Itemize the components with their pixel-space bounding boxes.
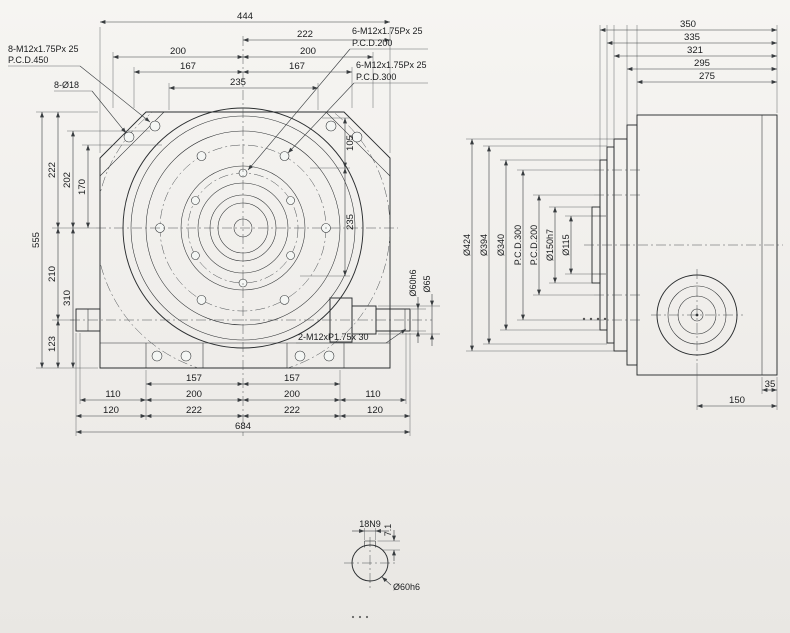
dim-d424: Ø424	[462, 234, 472, 256]
front-callouts: 8-M12x1.75Px 25 P.C.D.450 8-Ø18 6-M12x1.…	[8, 26, 428, 344]
dim-444: 444	[237, 11, 254, 22]
callout-8-d18: 8-Ø18	[54, 80, 79, 90]
dim-d115: Ø115	[561, 234, 571, 255]
side-bottom-dimensions: 35 150	[696, 363, 778, 410]
dim-pcd200-side: P.C.D.200	[529, 225, 539, 265]
dim-157-left: 157	[186, 373, 202, 384]
worm-shaft-end-view	[651, 269, 743, 361]
dim-157-right: 157	[284, 373, 300, 384]
dim-shaft-d60h6: Ø60h6	[408, 269, 418, 296]
shaft-section-circle	[351, 544, 389, 582]
callout-6-m12-a: 6-M12x1.75Px 25	[352, 26, 423, 36]
front-top-dimensions: 444 222 200 200 167 167 235	[99, 11, 391, 153]
callout-pcd300: P.C.D.300	[356, 72, 396, 82]
dim-pcd300-side: P.C.D.300	[513, 225, 523, 265]
dim-350: 350	[680, 19, 696, 30]
dim-210: 210	[47, 266, 58, 282]
dim-35: 35	[765, 379, 776, 390]
side-body	[584, 114, 783, 376]
dim-d150h7: Ø150h7	[545, 229, 555, 261]
dim-110-right: 110	[365, 389, 380, 400]
dim-555: 555	[31, 232, 42, 248]
shaft-diameter-dimensions: Ø60h6 Ø65	[378, 269, 440, 346]
dim-235-right: 235	[345, 214, 356, 230]
dim-120-left: 120	[103, 405, 119, 416]
dim-detail-d60h6: Ø60h6	[393, 582, 420, 592]
page-dots	[351, 615, 369, 619]
callout-2-m12-shaft: 2-M12xP1.75x 30	[298, 332, 369, 342]
callout-pcd200: P.C.D.200	[352, 38, 392, 48]
dim-key-width-18n9: 18N9	[359, 519, 381, 529]
side-view: 350 335 321 295 275 Ø424 Ø394 Ø340 P.C.D…	[462, 19, 783, 410]
front-bottom-dimensions: 157 157 110 200 200 110 120 222 222 120 …	[75, 333, 411, 436]
dim-335: 335	[684, 32, 700, 43]
dim-123: 123	[47, 336, 58, 352]
keyway-detail-view: 18N9 7.1 Ø60h6	[344, 519, 420, 619]
leader-dots	[582, 317, 607, 321]
dim-200-right: 200	[300, 46, 316, 57]
front-view: 444 222 200 200 167 167 235 555 222 210 …	[8, 11, 440, 436]
front-right-dimensions: 105 235	[300, 117, 356, 277]
dim-222-bot-left: 222	[186, 405, 202, 416]
dim-120-right: 120	[367, 405, 383, 416]
side-top-dimensions: 350 335 321 295 275	[599, 19, 778, 160]
dim-105: 105	[345, 135, 356, 151]
dim-222-left: 222	[47, 162, 58, 178]
callout-pcd450: P.C.D.450	[8, 55, 48, 65]
dim-167-left: 167	[180, 61, 196, 72]
dim-222-top: 222	[297, 29, 313, 40]
dim-310: 310	[62, 290, 73, 306]
callout-8-m12: 8-M12x1.75Px 25	[8, 44, 79, 54]
dim-200-bot-left: 200	[186, 389, 202, 400]
dim-110-left: 110	[105, 389, 120, 400]
keyway-slot	[364, 540, 376, 548]
dim-235-top: 235	[230, 77, 246, 88]
dim-684: 684	[235, 421, 252, 432]
dim-295: 295	[694, 58, 710, 69]
front-left-dimensions: 555 222 210 123 202 310 170	[31, 111, 162, 369]
dim-150: 150	[729, 395, 745, 406]
dim-200-bot-right: 200	[284, 389, 300, 400]
dim-shaft-d65: Ø65	[422, 275, 432, 292]
callout-6-m12-b: 6-M12x1.75Px 25	[356, 60, 427, 70]
dim-200-left: 200	[170, 46, 186, 57]
dim-167-right: 167	[289, 61, 305, 72]
dim-222-bot-right: 222	[284, 405, 300, 416]
keyway-dimensions: 18N9 7.1 Ø60h6	[352, 519, 420, 592]
dim-key-depth-7-1: 7.1	[383, 524, 393, 537]
dim-275: 275	[699, 71, 715, 82]
dim-321: 321	[687, 45, 703, 56]
dim-d394: Ø394	[479, 234, 489, 256]
dim-202: 202	[62, 172, 73, 188]
side-diameter-dimensions: Ø424 Ø394 Ø340 P.C.D.300 P.C.D.200 Ø150h…	[462, 138, 614, 352]
dim-170: 170	[77, 179, 88, 195]
dim-d340: Ø340	[496, 234, 506, 256]
